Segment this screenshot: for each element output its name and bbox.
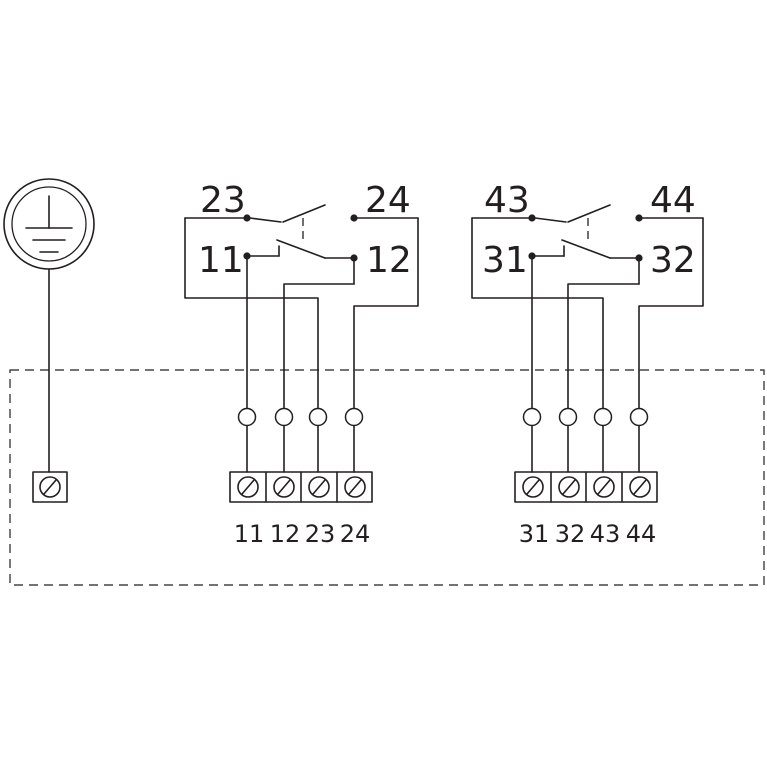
terminal-strip-2 [514,471,658,503]
contact-label-11: 11 [198,240,244,281]
terminal-label: 24 [340,520,371,548]
terminal-label: 11 [234,520,265,548]
terminal-label: 43 [590,520,621,548]
relay-housing [184,217,419,371]
earth-terminal [32,471,68,503]
protective-earth-icon [3,178,95,270]
contact-label-43: 43 [484,180,530,221]
terminal-label: 32 [555,520,586,548]
contact-label-32: 32 [650,240,696,281]
contact-label-31: 31 [482,240,528,281]
terminal-strip-1 [229,471,373,503]
terminal-label: 31 [519,520,550,548]
enclosure-dashed-boundary [9,369,765,586]
terminal-label: 12 [270,520,301,548]
terminal-label: 23 [305,520,336,548]
relay-block-1: 23 24 11 12 11 12 23 24 [184,180,419,548]
terminal-label: 44 [626,520,657,548]
contact-label-23: 23 [200,180,246,221]
contact-label-24: 24 [365,180,411,221]
relay-block-2: 43 44 31 32 31 32 43 44 [471,180,704,548]
contact-label-44: 44 [650,180,696,221]
relay-housing [471,217,704,371]
contact-label-12: 12 [366,240,412,281]
